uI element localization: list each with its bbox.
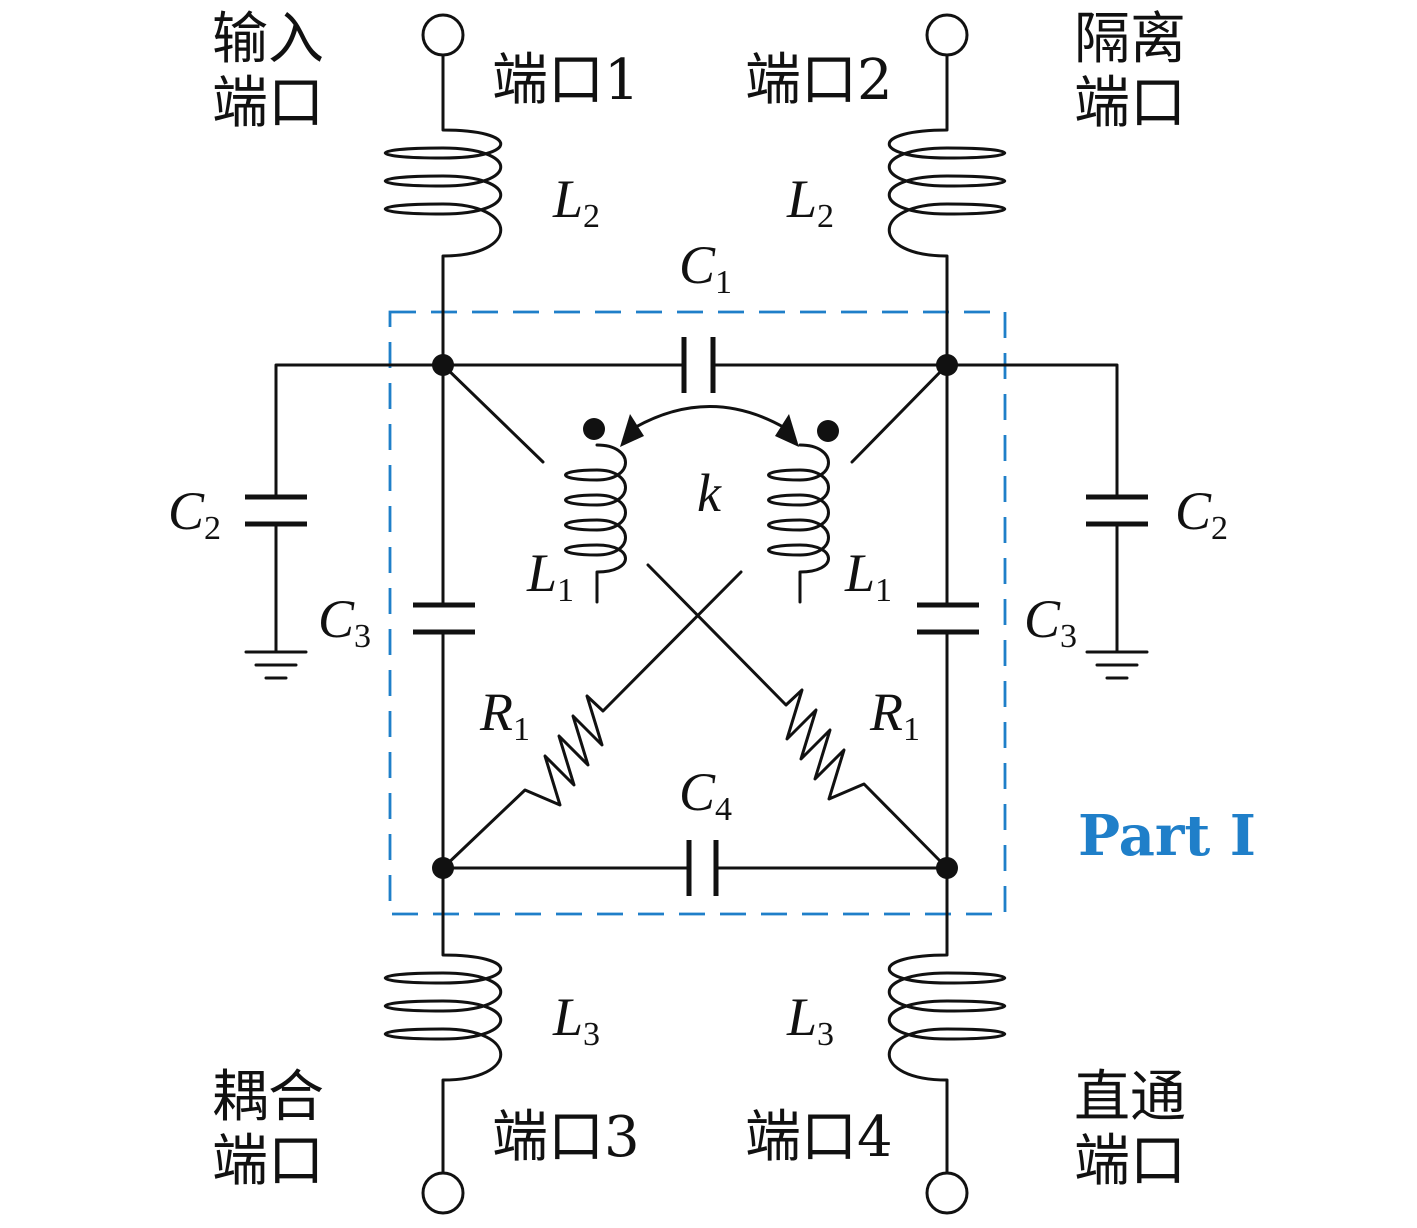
through-port-label: 直通端口 (1074, 1065, 1186, 1194)
inductor-l1-right (767, 363, 949, 604)
input-port-label: 输入端口 (212, 7, 324, 136)
part-region-label: Part Ⅰ (1078, 803, 1256, 869)
capacitor-c2-right (945, 363, 1149, 680)
node-bottom-right (936, 857, 958, 879)
port2-label: 端口2 (745, 48, 893, 113)
label-r1-right: R1 (870, 682, 920, 749)
resistor-r1-left (441, 570, 743, 870)
capacitor-c1 (441, 337, 949, 393)
capacitor-c4 (441, 840, 949, 896)
inductor-l2-right (887, 53, 1006, 367)
label-c1: C1 (679, 235, 733, 302)
label-c2-left: C2 (168, 481, 222, 548)
label-c3-right: C3 (1024, 589, 1078, 656)
node-bottom-left (432, 857, 454, 879)
port3-terminal (421, 1171, 465, 1215)
inductor-l1-left (441, 363, 627, 604)
label-l3-right: L3 (787, 987, 835, 1054)
polarity-dot-left (583, 418, 605, 440)
port4-terminal (925, 1171, 969, 1215)
capacitor-c3-left (413, 363, 475, 870)
node-top-right (936, 354, 958, 376)
label-c3-left: C3 (318, 589, 372, 656)
isolation-port-label: 隔离端口 (1074, 7, 1186, 136)
label-l1-right: L1 (845, 543, 893, 610)
port1-label: 端口1 (492, 48, 640, 113)
coupled-port-label: 耦合端口 (212, 1065, 324, 1194)
polarity-dot-right (817, 420, 839, 442)
label-l2-left: L2 (553, 169, 601, 236)
port3-label: 端口3 (492, 1105, 640, 1170)
label-r1-left: R1 (480, 682, 530, 749)
capacitor-c2-left (244, 363, 445, 680)
label-c4: C4 (679, 762, 733, 829)
resistor-r1-right (646, 563, 949, 870)
node-top-left (432, 354, 454, 376)
label-l3-left: L3 (553, 987, 601, 1054)
inductor-l3-right (887, 866, 1006, 1175)
inductor-l2-left (384, 53, 503, 367)
inductor-l3-left (384, 866, 503, 1175)
capacitor-c3-right (917, 363, 979, 870)
part-region-box (388, 310, 1007, 916)
label-c2-right: C2 (1175, 481, 1229, 548)
label-k: k (697, 463, 721, 523)
port2-terminal (925, 13, 969, 57)
label-l2-right: L2 (787, 169, 835, 236)
label-l1-left: L1 (527, 543, 575, 610)
coupling-arrow (620, 405, 799, 447)
port1-terminal (421, 13, 465, 57)
port4-label: 端口4 (745, 1105, 893, 1170)
